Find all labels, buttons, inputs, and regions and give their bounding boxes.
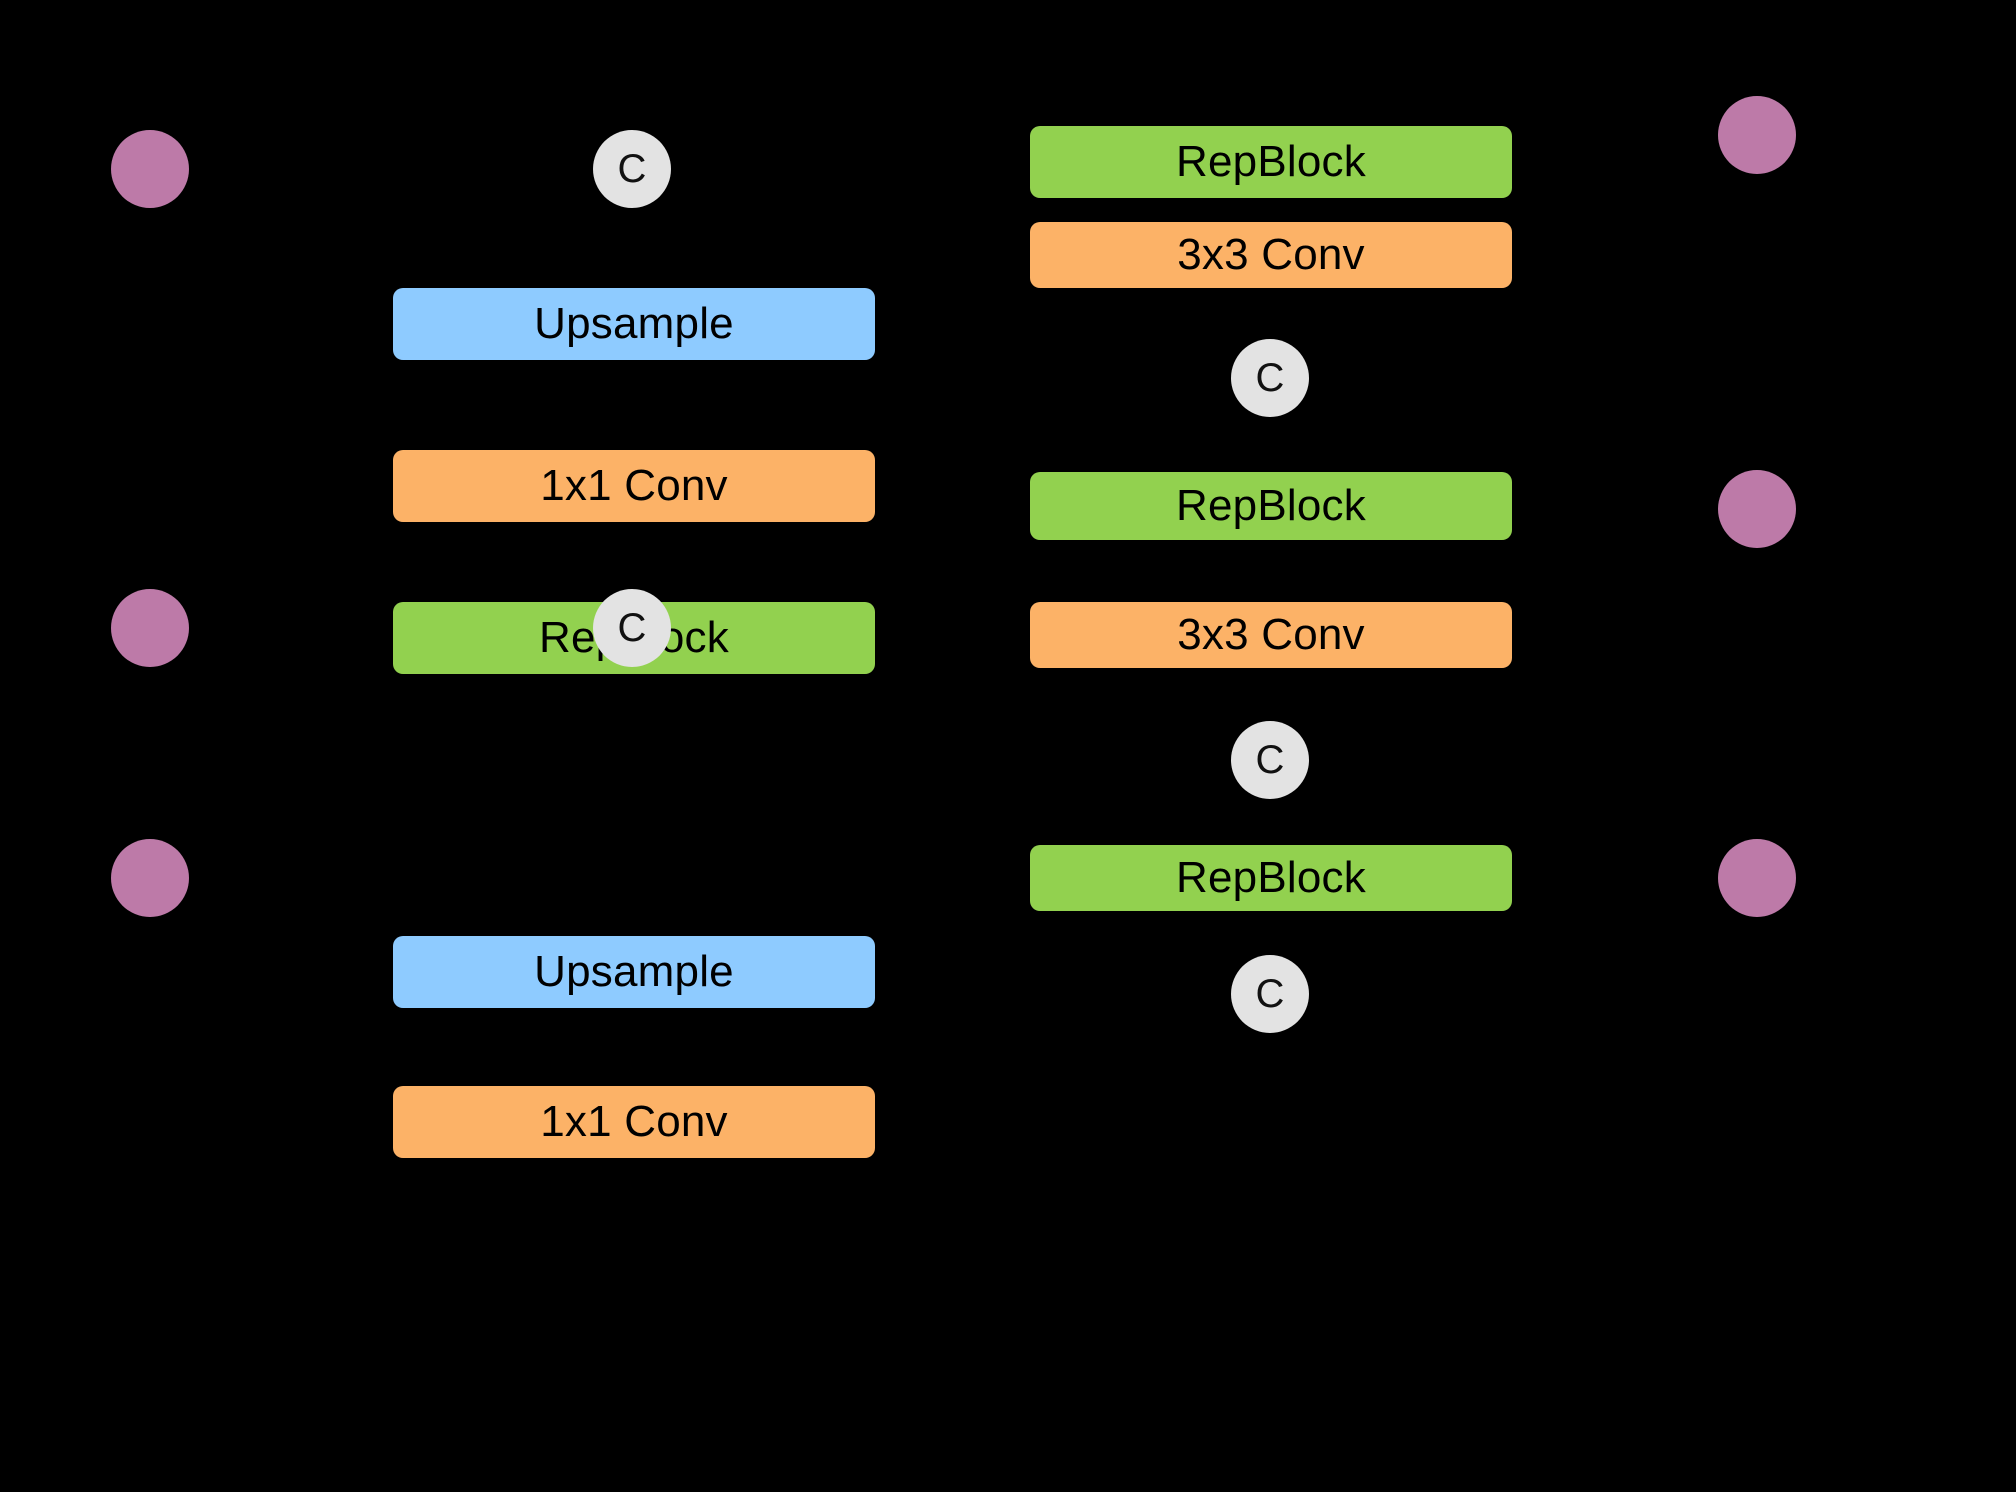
block-repblock-right-top[interactable]: RepBlock <box>1030 126 1512 198</box>
block-conv3x3-right-lower[interactable]: 3x3 Conv <box>1030 602 1512 668</box>
feature-dot-left-middle <box>111 589 189 667</box>
block-repblock-right-bottom[interactable]: RepBlock <box>1030 845 1512 911</box>
block-repblock-right-middle[interactable]: RepBlock <box>1030 472 1512 540</box>
block-upsample-upper[interactable]: Upsample <box>393 288 875 360</box>
concat-right-upper[interactable]: C <box>1231 339 1309 417</box>
concat-left-lower[interactable]: C <box>593 589 671 667</box>
block-conv3x3-right-upper[interactable]: 3x3 Conv <box>1030 222 1512 288</box>
concat-left-upper[interactable]: C <box>593 130 671 208</box>
concat-right-mid[interactable]: C <box>1231 721 1309 799</box>
concat-right-lower[interactable]: C <box>1231 955 1309 1033</box>
feature-dot-left-top <box>111 130 189 208</box>
feature-dot-left-bottom <box>111 839 189 917</box>
block-upsample-lower[interactable]: Upsample <box>393 936 875 1008</box>
feature-dot-right-top <box>1718 96 1796 174</box>
block-conv1x1-lower[interactable]: 1x1 Conv <box>393 1086 875 1158</box>
feature-dot-right-bottom <box>1718 839 1796 917</box>
feature-dot-right-middle <box>1718 470 1796 548</box>
block-conv1x1-upper[interactable]: 1x1 Conv <box>393 450 875 522</box>
